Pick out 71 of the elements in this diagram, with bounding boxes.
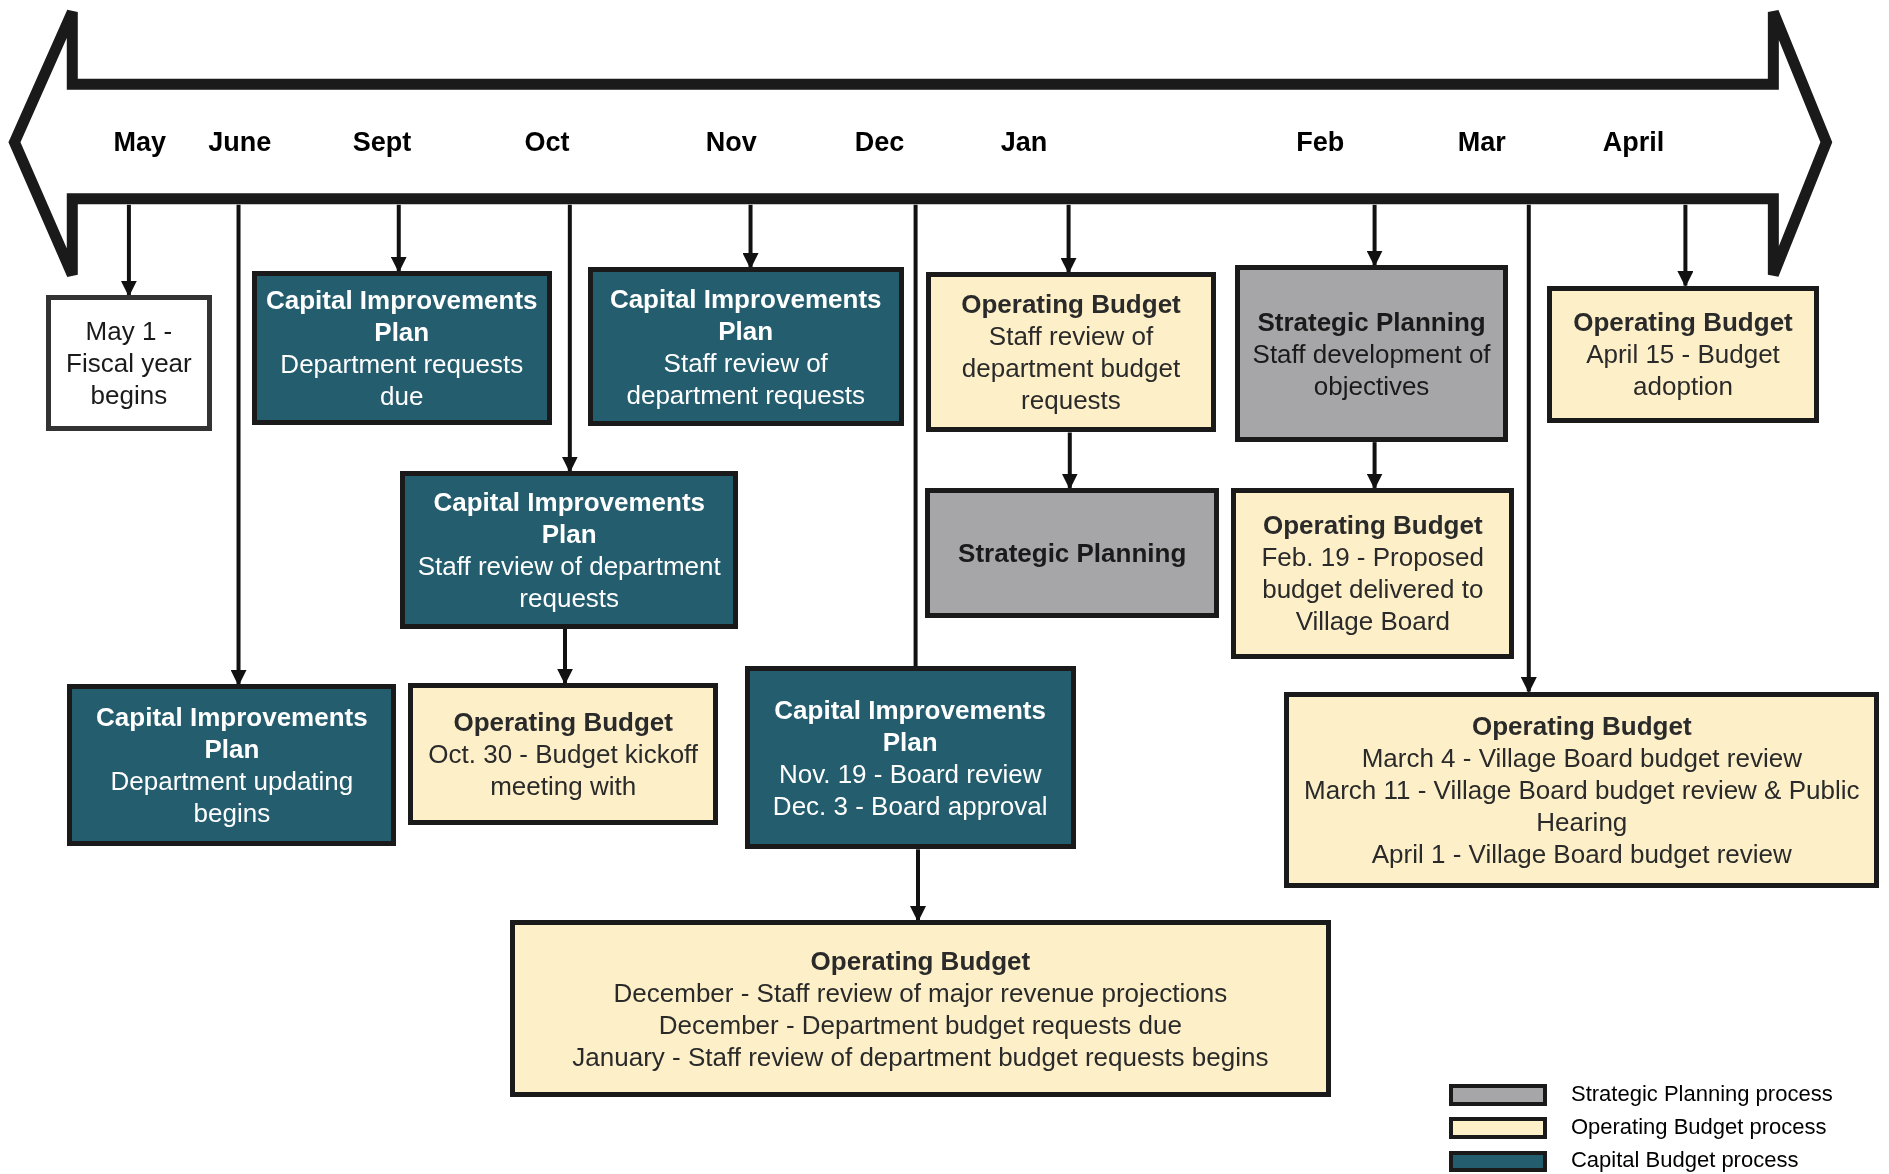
month-label: Jan — [1000, 126, 1048, 158]
box-text: Department updating begins — [109, 764, 355, 829]
arrow — [1366, 204, 1383, 267]
process-box — [587, 267, 904, 427]
legend-label: Strategic Planning process — [1570, 1080, 1833, 1107]
arrow — [561, 204, 578, 473]
box-text: Staff review of department budget requests — [960, 320, 1182, 417]
box-text: April 15 - Budget adoption — [1585, 338, 1781, 403]
legend-label: Operating Budget process — [1570, 1113, 1827, 1140]
box-text: Oct. 30 - Budget kickoff meeting with — [427, 738, 700, 803]
box-heading: Capital Improvements Plan — [95, 700, 369, 765]
box-text: Nov. 19 - Board review — [778, 757, 1042, 790]
month-label: Nov — [705, 126, 757, 158]
box-text: March 4 - Village Board budget review — [1361, 741, 1802, 774]
month-label: Sept — [352, 126, 412, 158]
arrow — [120, 204, 137, 297]
process-box — [408, 683, 718, 826]
process-box — [509, 920, 1332, 1098]
box-text: Staff development of objectives — [1251, 337, 1492, 402]
box-heading: Capital Improvements Plan — [773, 693, 1047, 758]
process-box — [1546, 285, 1820, 423]
box-heading: Capital Improvements Plan — [264, 284, 539, 349]
box-text: December - Staff review of major revenue projections — [613, 976, 1228, 1009]
process-box — [925, 487, 1220, 618]
arrow — [1366, 442, 1383, 490]
process-box — [251, 271, 552, 426]
box-heading: Strategic Planning — [1257, 305, 1486, 338]
arrow — [557, 628, 573, 685]
box-heading: Operating Budget — [1472, 709, 1692, 742]
box-heading: Capital Improvements Plan — [608, 282, 883, 347]
connector-line — [913, 204, 918, 667]
box-text: April 1 - Village Board budget review — [1371, 837, 1792, 870]
arrow — [230, 204, 247, 686]
month-label: Dec — [854, 126, 905, 158]
milestone-box — [45, 295, 212, 432]
month-label: April — [1602, 126, 1665, 158]
process-box — [926, 272, 1216, 433]
month-label: June — [208, 126, 272, 158]
box-text: Feb. 19 - Proposed budget delivered to Village Board — [1260, 541, 1486, 638]
box-heading: Strategic Planning — [958, 536, 1187, 569]
month-label: May — [113, 126, 166, 158]
month-label: Mar — [1457, 126, 1506, 158]
box-text: Staff review of department requests — [625, 346, 866, 411]
process-box — [1234, 265, 1509, 443]
month-label: Feb — [1296, 126, 1345, 158]
process-box — [399, 471, 739, 629]
box-text: May 1 - Fiscal year begins — [65, 315, 193, 412]
box-text: Staff review of department requests — [416, 549, 722, 614]
process-box — [67, 684, 397, 846]
month-label: Oct — [524, 126, 570, 158]
box-heading: Operating Budget — [1263, 509, 1483, 542]
box-text: January - Staff review of department budget requests begins — [572, 1040, 1269, 1073]
process-box — [744, 666, 1076, 850]
arrow — [1061, 432, 1078, 490]
process-box — [1284, 691, 1880, 888]
arrow — [910, 849, 926, 922]
box-heading: Operating Budget — [1573, 306, 1793, 339]
arrow — [1520, 204, 1537, 694]
legend-label: Capital Budget process — [1570, 1146, 1799, 1173]
arrow — [1677, 204, 1694, 288]
box-text: December - Department budget requests due — [658, 1008, 1182, 1041]
box-heading: Operating Budget — [453, 706, 673, 739]
box-heading: Operating Budget — [961, 288, 1181, 321]
box-text: Department requests due — [279, 348, 525, 413]
arrow — [1060, 204, 1077, 274]
box-text: Dec. 3 - Board approval — [772, 789, 1048, 822]
box-heading: Operating Budget — [810, 944, 1031, 977]
box-heading: Capital Improvements Plan — [432, 485, 707, 550]
box-text: March 11 - Village Board budget review & Public Hearing — [1303, 773, 1861, 838]
arrow — [390, 204, 407, 273]
process-box — [1231, 487, 1515, 659]
